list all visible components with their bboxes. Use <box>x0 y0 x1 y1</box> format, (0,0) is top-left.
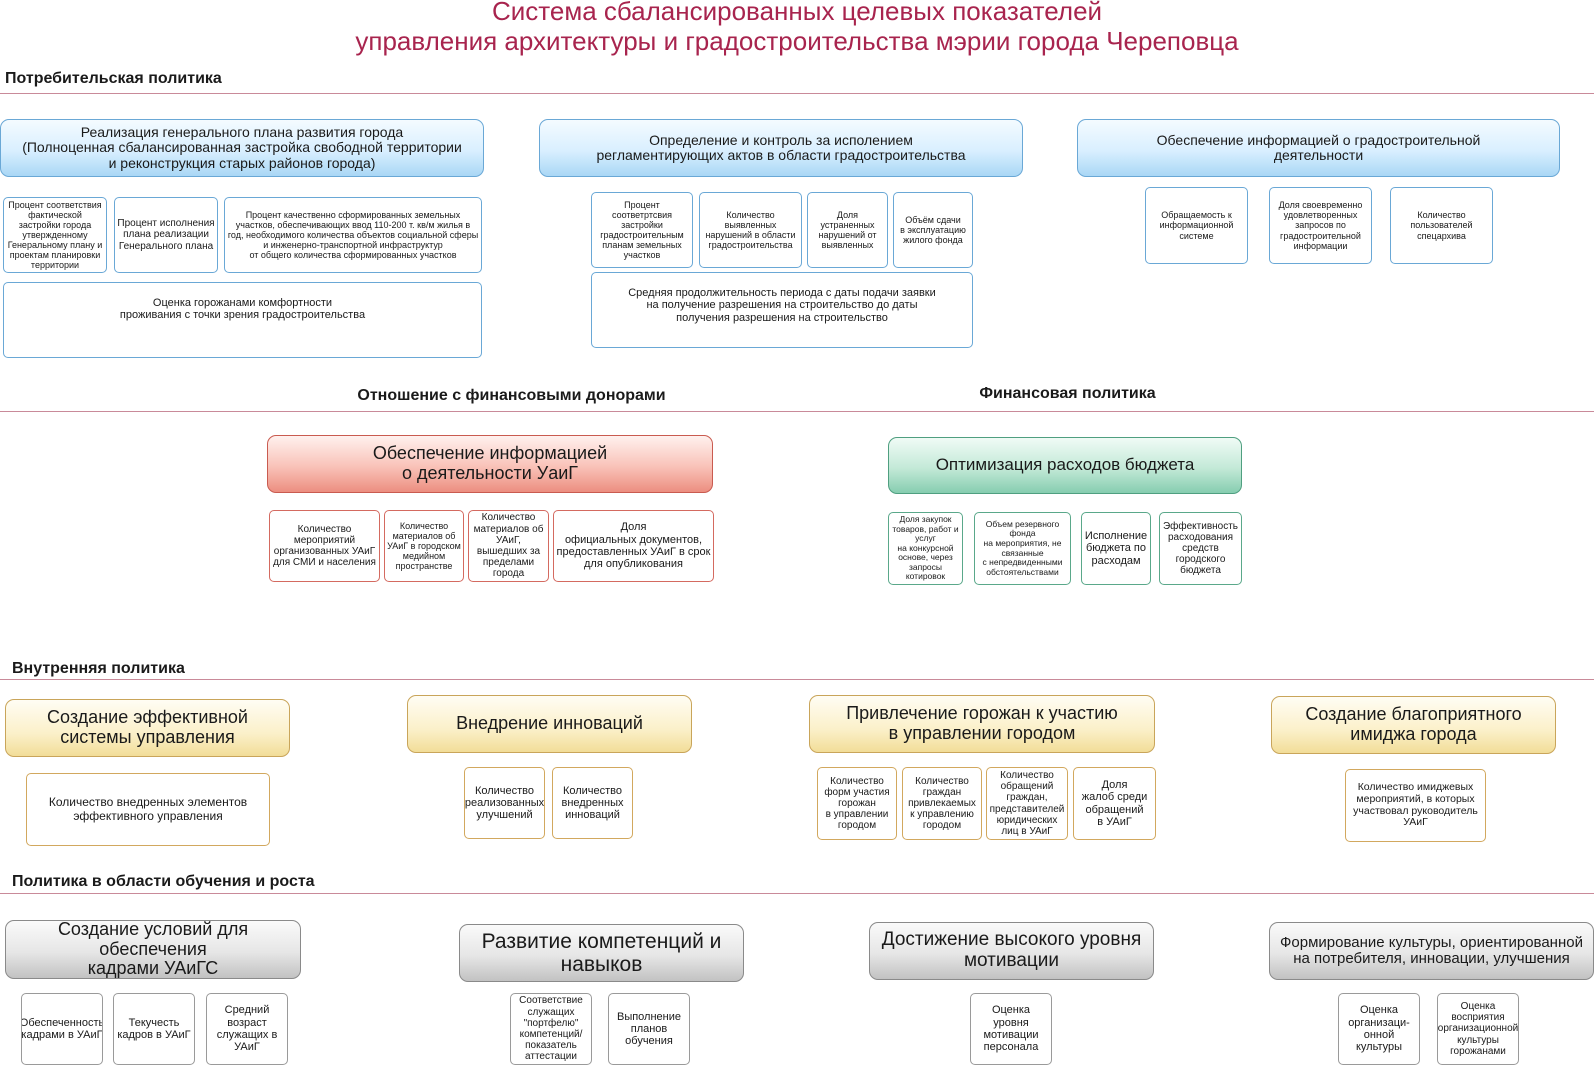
goal-innovations: Внедрение инноваций <box>407 695 692 753</box>
indicator-box: Процент соответртсвия застройки градостр… <box>591 192 693 268</box>
goal-culture: Формирование культуры, ориентированной н… <box>1269 922 1594 980</box>
indicator-box: Обращаемость к информационной системе <box>1145 187 1248 264</box>
section-title-consumer: Потребительская политика <box>5 70 222 87</box>
indicator-box: Оценка организаци-онной культуры <box>1338 993 1420 1065</box>
section-divider <box>0 679 1594 680</box>
section-title-donors: Отношение с финансовыми донорами <box>357 387 666 404</box>
goal-competencies: Развитие компетенций и навыков <box>459 924 744 982</box>
indicator-box: Процент соответствия фактической застрой… <box>3 197 107 273</box>
indicator-box: Количество форм участия горожан в управл… <box>817 767 897 840</box>
indicator-box: Доля жалоб среди обращений в УАиГ <box>1073 767 1156 840</box>
section-divider <box>0 893 1594 894</box>
goal-general-plan: Реализация генерального плана развития г… <box>0 119 484 177</box>
indicator-box: Объем резервного фонда на мероприятия, н… <box>974 512 1071 585</box>
indicator-box: Процент исполнения плана реализации Гене… <box>114 197 218 273</box>
indicator-box: Исполнение бюджета по расходам <box>1081 512 1151 585</box>
section-title-financial: Финансовая политика <box>979 385 1156 402</box>
indicator-box: Количество внедренных инноваций <box>552 767 633 839</box>
indicator-box: Количество мероприятий организованных УА… <box>269 510 380 582</box>
indicator-box: Соответствие служащих "портфелю" компете… <box>510 993 592 1065</box>
indicator-box: Количество граждан привлекаемых к управл… <box>902 767 982 840</box>
goal-regulation-control: Определение и контроль за исполением рег… <box>539 119 1023 177</box>
goal-budget-optimization: Оптимизация расходов бюджета <box>888 437 1242 494</box>
indicator-box: Доля официальных документов, предоставле… <box>553 510 714 582</box>
indicator-box: Количество материалов об УАиГ в городско… <box>384 510 464 582</box>
indicator-box: Количество выявленных нарушений в област… <box>699 192 802 268</box>
indicator-box: Средний возраст служащих в УАиГ <box>206 993 288 1065</box>
goal-effective-management: Создание эффективной системы управления <box>5 699 290 757</box>
indicator-box: Доля закупок товаров, работ и услуг на к… <box>888 512 963 585</box>
indicator-box: Количество пользователей спецархива <box>1390 187 1493 264</box>
indicator-box: Оценка уровня мотивации персонала <box>970 993 1052 1065</box>
goal-donor-information: Обеспечение информацией о деятельности У… <box>267 435 713 493</box>
indicator-box: Выполнение планов обучения <box>608 993 690 1065</box>
indicator-box: Доля устраненных нарушений от выявленных <box>807 192 888 268</box>
goal-motivation: Достижение высокого уровня мотивации <box>869 922 1154 980</box>
indicator-box: Количество обращений граждан, представит… <box>986 767 1068 840</box>
indicator-box: Количество внедренных элементов эффектив… <box>26 773 270 846</box>
indicator-box: Количество реализованных улучшений <box>464 767 545 839</box>
indicator-box: Текучесть кадров в УАиГ <box>113 993 195 1065</box>
indicator-box: Количество имиджевых мероприятий, в кото… <box>1345 769 1486 842</box>
indicator-box: Оценка восприятия организационной культу… <box>1437 993 1519 1065</box>
section-title-internal: Внутренняя политика <box>12 660 185 677</box>
goal-staffing: Создание условий для обеспечения кадрами… <box>5 919 301 979</box>
indicator-box: Доля своевременно удовлетворенных запрос… <box>1269 187 1372 264</box>
section-divider <box>0 93 1594 94</box>
indicator-box: Средняя продолжительность периода с даты… <box>591 272 973 348</box>
indicator-box: Оценка горожанами комфортности проживани… <box>3 282 482 358</box>
goal-city-image: Создание благоприятного имиджа города <box>1271 696 1556 754</box>
goal-urban-information: Обеспечение информацией о градостроитель… <box>1077 119 1560 177</box>
indicator-box: Количество материалов об УАиГ, вышедших … <box>468 510 549 582</box>
indicator-box: Процент качественно сформированных земел… <box>224 197 482 273</box>
section-title-learning: Политика в области обучения и роста <box>12 873 315 890</box>
section-divider <box>0 411 1594 412</box>
goal-citizen-participation: Привлечение горожан к участию в управлен… <box>809 695 1155 753</box>
indicator-box: Объём сдачи в эксплуатацию жилого фонда <box>893 192 973 268</box>
page-title: Система сбалансированных целевых показат… <box>355 0 1239 56</box>
indicator-box: Эффективность расходования средств город… <box>1159 512 1242 585</box>
indicator-box: Обеспеченность кадрами в УАиГ <box>21 993 103 1065</box>
